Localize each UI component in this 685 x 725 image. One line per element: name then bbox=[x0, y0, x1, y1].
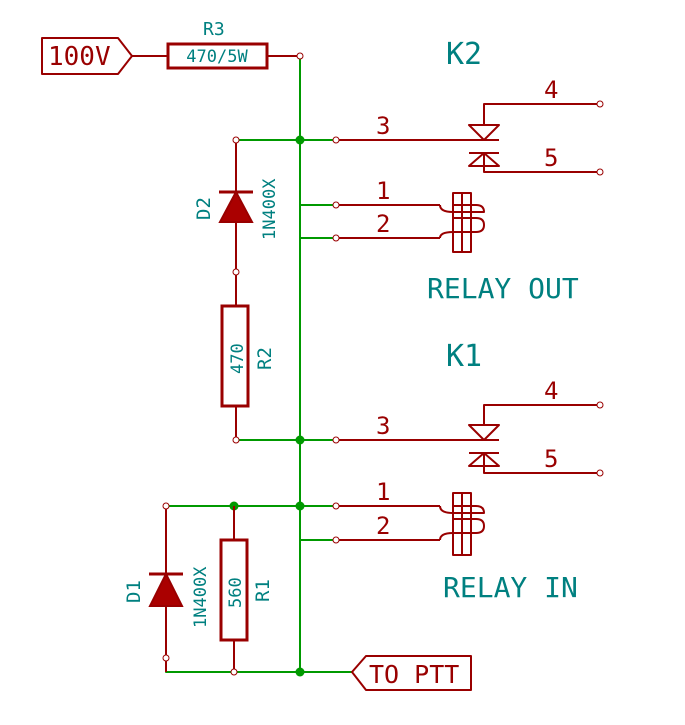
k1-name: RELAY IN bbox=[443, 571, 578, 604]
k2-pin-4: 4 bbox=[544, 76, 558, 104]
k2-pin-2: 2 bbox=[376, 210, 390, 238]
k1-ref: K1 bbox=[446, 339, 482, 374]
resistor-r1: 560 R1 bbox=[219, 506, 274, 676]
d1-ref: D1 bbox=[123, 580, 145, 603]
relay-k1: K1 RELAY IN 3 1 2 4 5 bbox=[332, 339, 604, 604]
k1-pin-2: 2 bbox=[376, 512, 390, 540]
k1-pin-5: 5 bbox=[544, 445, 558, 473]
resistor-r3: R3 470/5W bbox=[166, 19, 304, 70]
r3-ref: R3 bbox=[203, 19, 225, 40]
resistor-r2: 470 R2 bbox=[220, 304, 276, 444]
k2-pin-3: 3 bbox=[376, 112, 390, 140]
k2-name: RELAY OUT bbox=[427, 272, 579, 305]
junction-dot bbox=[295, 501, 305, 511]
k1-pin-3: 3 bbox=[376, 412, 390, 440]
junction-dot bbox=[295, 435, 305, 445]
input-label-100v: 100V bbox=[41, 37, 168, 75]
junctions bbox=[229, 135, 305, 677]
junction-dot bbox=[295, 667, 305, 677]
k1-pin-4: 4 bbox=[544, 377, 558, 405]
r1-ref: R1 bbox=[252, 579, 274, 602]
k2-pin-5: 5 bbox=[544, 144, 558, 172]
r3-value: 470/5W bbox=[186, 47, 248, 67]
input-label-text: 100V bbox=[48, 42, 111, 72]
output-label-text: TO PTT bbox=[369, 660, 459, 689]
r2-ref: R2 bbox=[254, 347, 276, 370]
diode-d2: D2 1N400X bbox=[193, 136, 280, 306]
relay-k2: K2 RELAY OUT 3 1 2 4 5 bbox=[332, 37, 604, 305]
k2-pin-1: 1 bbox=[376, 177, 390, 205]
junction-dot bbox=[295, 135, 305, 145]
wires bbox=[165, 55, 353, 673]
d2-value: 1N400X bbox=[260, 178, 280, 240]
r2-value: 470 bbox=[228, 343, 248, 374]
output-label-to-ptt: TO PTT bbox=[351, 655, 472, 691]
k1-pin-1: 1 bbox=[376, 478, 390, 506]
diode-d1: D1 1N400X bbox=[123, 502, 211, 672]
k2-ref: K2 bbox=[446, 37, 482, 72]
r1-value: 560 bbox=[226, 577, 246, 608]
d1-value: 1N400X bbox=[191, 566, 211, 628]
d2-ref: D2 bbox=[193, 197, 215, 220]
